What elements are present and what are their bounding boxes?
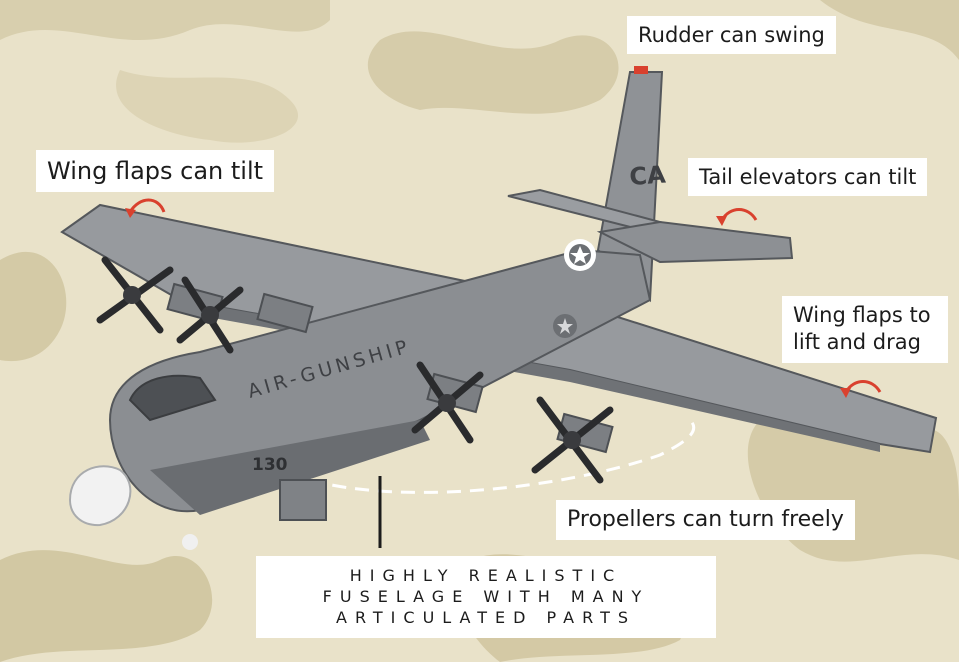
- callout-fuselage: HIGHLY REALISTIC FUSELAGE WITH MANY ARTI…: [256, 556, 716, 638]
- fuselage-callout-line: FUSELAGE WITH MANY: [322, 586, 650, 606]
- rotation-arrow-icon: [125, 198, 166, 218]
- callout-tail-elevators: Tail elevators can tilt: [688, 158, 928, 197]
- fuselage-callout-line: ARTICULATED PARTS: [336, 607, 636, 627]
- fuselage-callout-line: HIGHLY REALISTIC: [349, 566, 623, 585]
- callout-propellers: Propellers can turn freely: [556, 500, 855, 540]
- rotation-arrow-icon: [716, 208, 758, 226]
- rotation-arrow-icon: [840, 380, 882, 398]
- callout-rudder: Rudder can swing: [627, 16, 836, 55]
- star-roundel-icon: [553, 314, 577, 338]
- tail-code: CA: [628, 160, 666, 190]
- star-roundel-icon: [564, 239, 596, 271]
- propeller-swing-arc: [309, 418, 696, 494]
- gunship-airplane-model: CA AIR-GUNSHIP 130: [60, 66, 938, 550]
- fuselage-number-marking: 130: [252, 455, 288, 475]
- callout-wing-flaps-lift: Wing flaps to lift and drag: [782, 296, 948, 363]
- callout-wing-flaps-tilt: Wing flaps can tilt: [36, 150, 275, 192]
